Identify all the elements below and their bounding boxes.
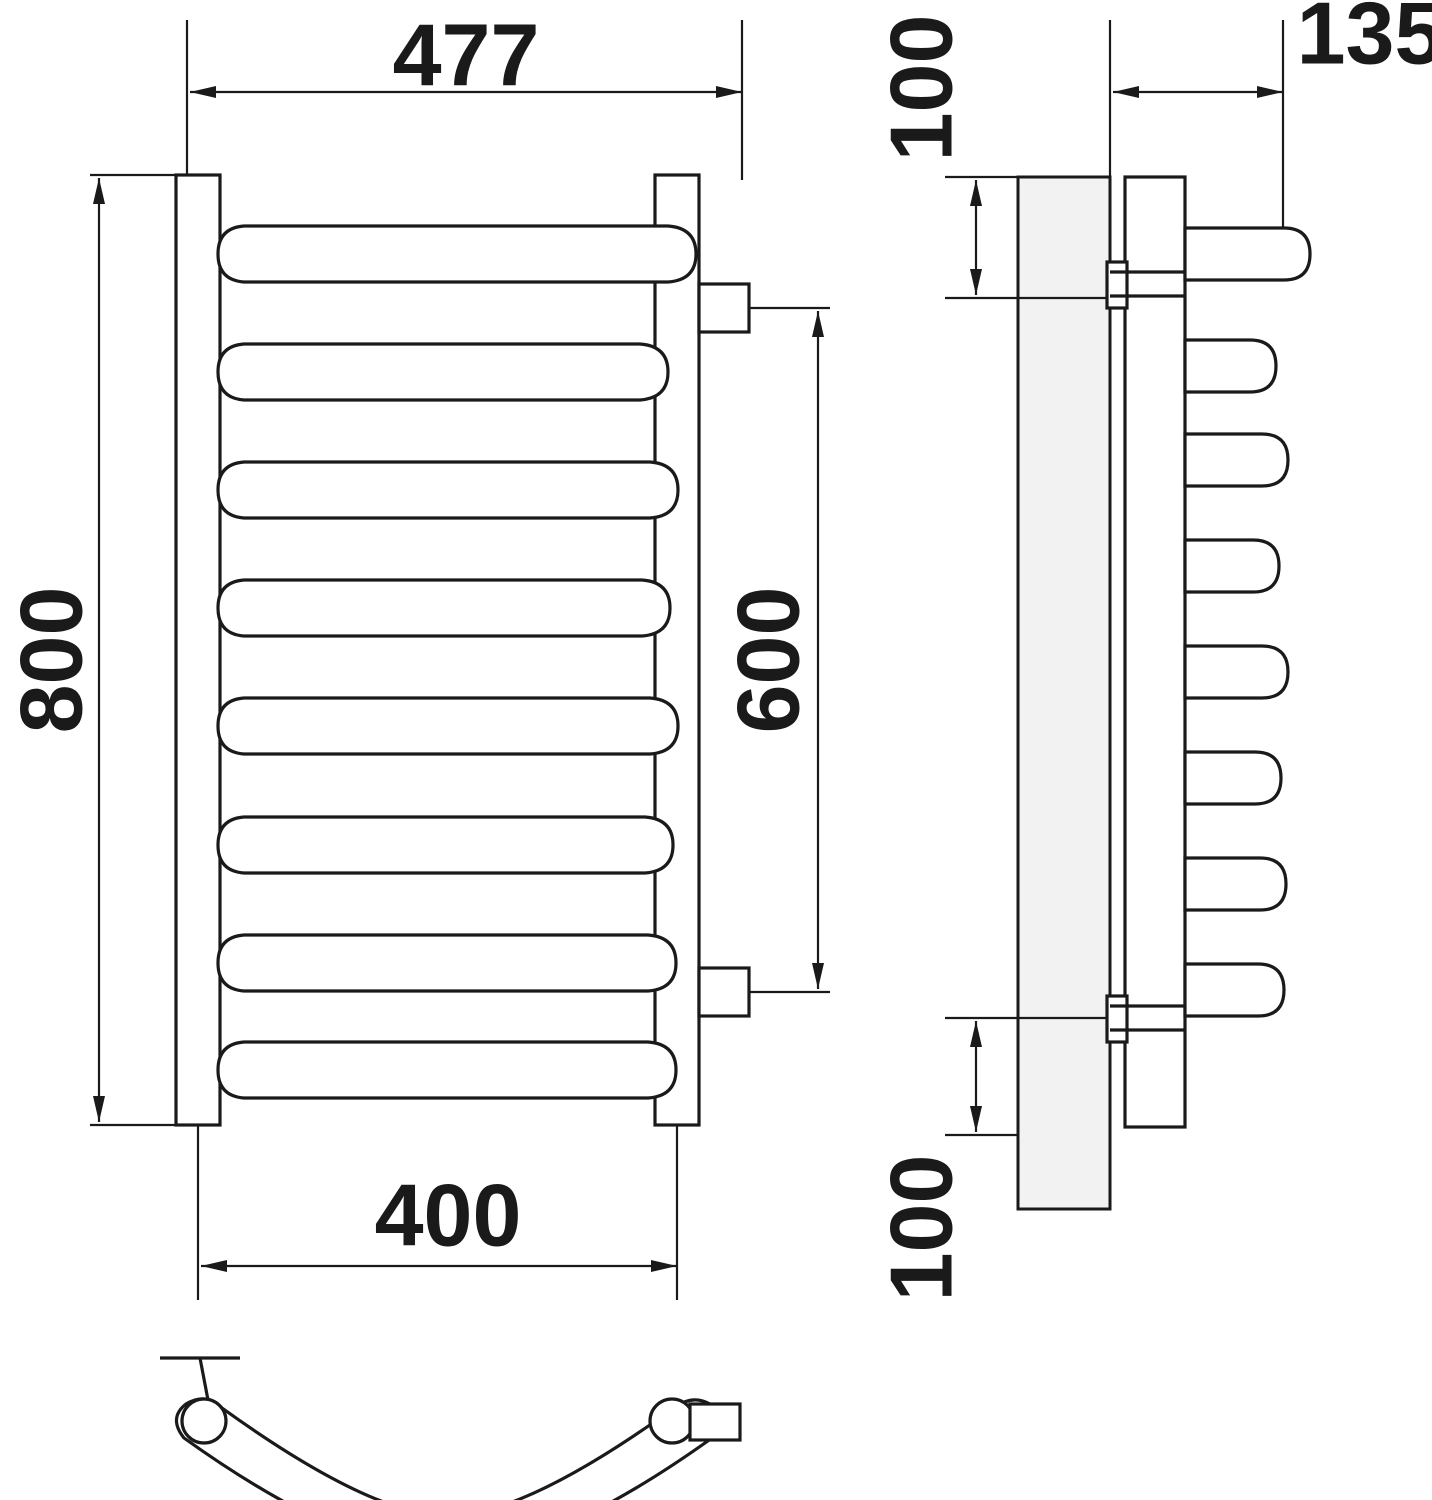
front-rungs [216, 224, 698, 1100]
dimension-label-depth: 135 [1297, 0, 1432, 82]
front-witness-lines [185, 20, 744, 180]
dimension-line-overall-width [190, 86, 742, 98]
side-post [1123, 175, 1187, 1129]
side-view [945, 20, 1312, 1211]
front-height-witness [90, 173, 176, 1127]
front-connection-witness [749, 306, 830, 994]
dimension-line-overall-height [93, 178, 105, 1122]
side-wall-section [1016, 175, 1112, 1211]
dimension-line-connection-height [812, 311, 824, 989]
top-view [160, 1356, 742, 1500]
top-view-left-joint [180, 1397, 228, 1445]
front-mount-witness [196, 1125, 679, 1300]
dimension-line-depth [1113, 86, 1283, 98]
dimension-line-bottom-offset [970, 1021, 982, 1132]
front-left-post [174, 173, 222, 1127]
top-view-profile [174, 1397, 722, 1500]
top-view-right-joint [648, 1397, 696, 1445]
front-view [90, 20, 830, 1300]
side-mounting-brackets [1105, 260, 1185, 1044]
dimension-label-connection-height: 600 [718, 587, 817, 734]
side-bottom-offset-witness [945, 1016, 1107, 1137]
side-rungs [1183, 226, 1312, 1018]
front-lower-connector [697, 966, 751, 1018]
side-top-offset-witness [945, 175, 1107, 300]
top-view-connector [688, 1402, 742, 1442]
top-view-mount-stem [198, 1357, 210, 1401]
front-upper-connector [697, 282, 751, 334]
dimension-label-bottom-offset: 100 [871, 1155, 970, 1302]
dimension-line-top-offset [970, 180, 982, 295]
dimension-label-top-offset: 100 [871, 15, 970, 162]
dimension-line-mount-width [201, 1260, 677, 1272]
side-depth-witness [1108, 20, 1285, 228]
dimension-label-overall-width: 477 [393, 5, 540, 104]
dimension-label-mount-width: 400 [375, 1165, 522, 1264]
dimension-label-overall-height: 800 [1, 587, 100, 734]
